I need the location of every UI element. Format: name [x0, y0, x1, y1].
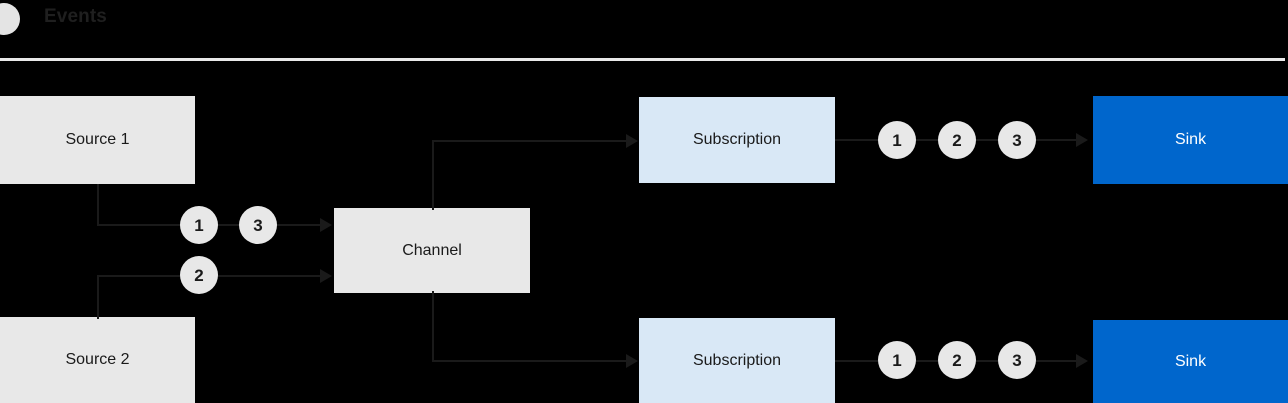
node-source-1: Source 1	[0, 96, 195, 184]
badge-subscription-bottom-2: 2	[938, 341, 976, 379]
connector-channel-top-horizontal	[432, 140, 628, 142]
connector-channel-bottom-horizontal	[432, 360, 628, 362]
arrowhead-subscription-top-to-sink	[1076, 133, 1088, 147]
node-sink-bottom-label: Sink	[1174, 352, 1207, 370]
connector-source2-vertical	[97, 275, 99, 319]
badge-source2-2: 2	[180, 256, 218, 294]
node-sink-top-label: Sink	[1174, 131, 1207, 148]
arrowhead-subscription-bottom-to-sink	[1076, 354, 1088, 368]
arrowhead-source1-to-channel	[320, 218, 332, 232]
node-sink-top: Sink	[1093, 96, 1288, 184]
events-dot-icon	[0, 3, 20, 35]
badge-subscription-top-2: 2	[938, 121, 976, 159]
node-subscription-bottom-label: Subscription	[692, 351, 782, 369]
page-title: Events	[44, 6, 107, 27]
badge-subscription-top-3: 3	[998, 121, 1036, 159]
header-divider	[0, 58, 1285, 61]
arrowhead-source2-to-channel	[320, 269, 332, 283]
badge-subscription-top-1: 1	[878, 121, 916, 159]
node-subscription-bottom: Subscription	[639, 318, 835, 403]
badge-subscription-bottom-3: 3	[998, 341, 1036, 379]
node-source-2: Source 2	[0, 317, 195, 403]
connector-channel-top-vertical	[432, 140, 434, 210]
arrowhead-channel-to-subscription-top	[626, 134, 638, 148]
node-source-1-label: Source 1	[65, 131, 130, 148]
connector-source1-vertical	[97, 184, 99, 226]
badge-source1-3: 3	[239, 206, 277, 244]
badge-source1-1: 1	[180, 206, 218, 244]
badge-subscription-bottom-1: 1	[878, 341, 916, 379]
connector-channel-bottom-vertical	[432, 291, 434, 362]
node-subscription-top-label: Subscription	[692, 131, 782, 148]
node-sink-bottom: Sink	[1093, 320, 1288, 403]
node-subscription-top: Subscription	[639, 97, 835, 183]
node-channel-label: Channel	[402, 241, 462, 259]
arrowhead-channel-to-subscription-bottom	[626, 354, 638, 368]
node-source-2-label: Source 2	[65, 351, 130, 368]
node-channel: Channel	[334, 208, 530, 293]
